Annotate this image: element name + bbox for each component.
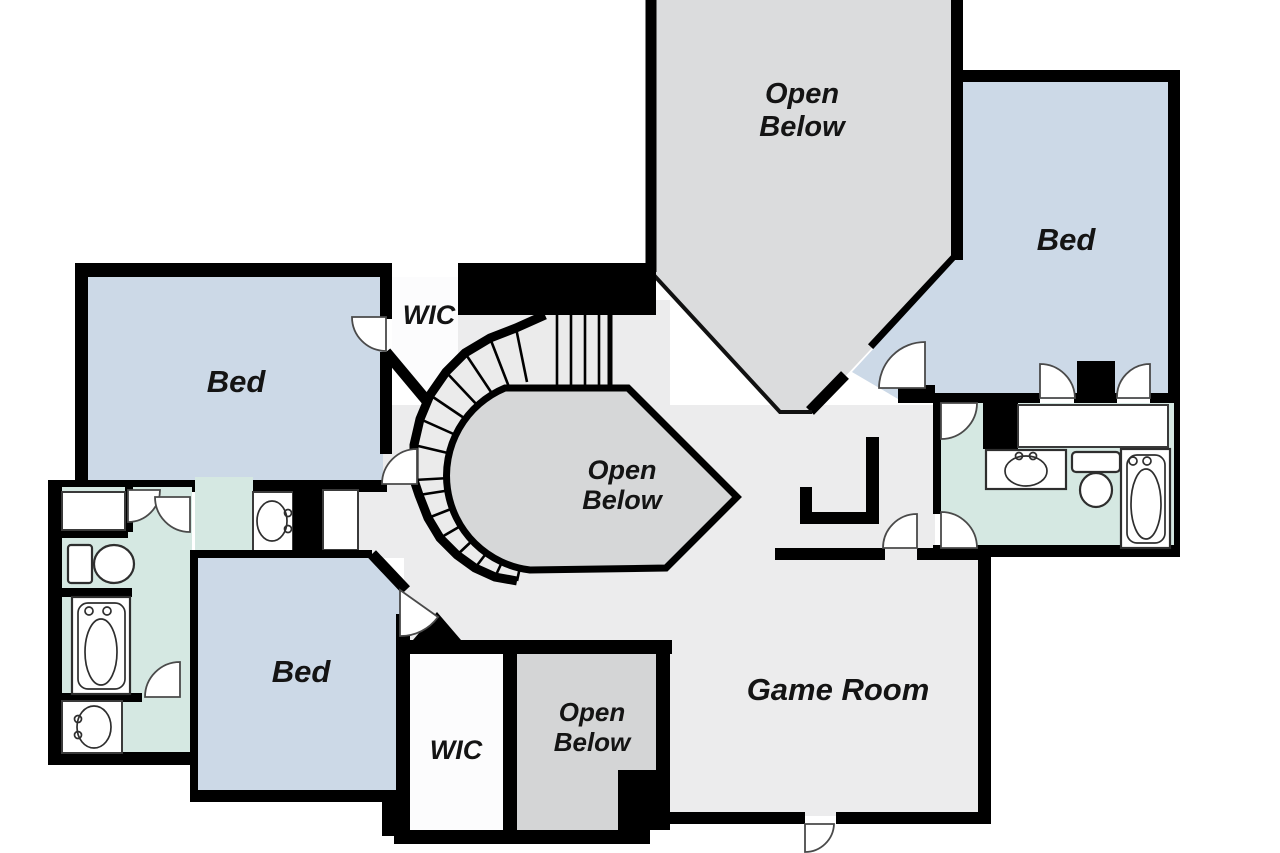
toilet-icon: [1070, 450, 1122, 509]
bathroom-right: [933, 397, 1180, 557]
linen-closet: [322, 489, 359, 551]
toilet-icon: [66, 543, 136, 585]
open-below-bottom-label-line2: Below: [554, 727, 632, 757]
linen-counter: [1017, 404, 1169, 448]
sink-icon: [984, 448, 1068, 491]
water-closet: [61, 491, 126, 531]
game-room-label: Game Room: [747, 672, 930, 707]
open-below-top-area: [645, 0, 963, 415]
open-below-top-label-line2: Below: [759, 111, 847, 143]
flue-structure: [800, 437, 879, 524]
bath-vestibule: [195, 477, 253, 557]
sink-icon: [252, 491, 294, 554]
wic-top-label: WIC: [403, 300, 456, 330]
game-room-area: [660, 437, 991, 824]
door-swing-bed-bottom: [399, 588, 440, 637]
door-swing-bedroom-door-1: [1039, 363, 1076, 399]
door-swing-game-room: [882, 513, 918, 549]
bathroom-left: [48, 477, 359, 765]
room-labels: Open Below Bed Bed WIC Open Below Bed WI…: [207, 78, 1097, 765]
wic-bottom-label: WIC: [430, 735, 483, 765]
sink-icon: [61, 700, 123, 754]
door-swings: [127, 316, 1151, 853]
open-below-center-area: [443, 384, 742, 574]
wall-peak: [401, 612, 473, 654]
door-swing-bedroom-door-2: [1116, 363, 1151, 399]
hall-wall: [933, 397, 941, 514]
door-swing-water-closet: [127, 489, 161, 523]
door-swing-bath-left: [154, 496, 191, 533]
door-swing-bath-left-lower: [144, 661, 181, 698]
wic-bottom-room: [394, 612, 672, 844]
bathtub-icon: [70, 595, 132, 696]
open-below-center-label-line1: Open: [587, 455, 656, 485]
spiral-staircase: [409, 263, 742, 586]
door-swing-bed-left: [381, 448, 418, 485]
bed-bottom-left-label: Bed: [272, 654, 332, 689]
open-below-top-label-line1: Open: [765, 78, 839, 110]
door-swing-wic-top: [351, 316, 387, 352]
door-swing-bath-right-lower: [940, 511, 978, 549]
bed-top-right-label: Bed: [1037, 222, 1097, 257]
bathtub-icon: [1119, 447, 1172, 550]
open-below-bottom-label-line1: Open: [559, 697, 625, 727]
door-swing-bath-right: [940, 402, 978, 440]
bedroom-bottom-left: [190, 550, 410, 836]
bed-left-label: Bed: [207, 364, 267, 399]
open-below-center-label-line2: Below: [582, 485, 664, 515]
door-swing-corridor: [878, 341, 926, 389]
door-swing-exterior: [804, 823, 835, 853]
door-jamb-stub: [1077, 361, 1115, 395]
